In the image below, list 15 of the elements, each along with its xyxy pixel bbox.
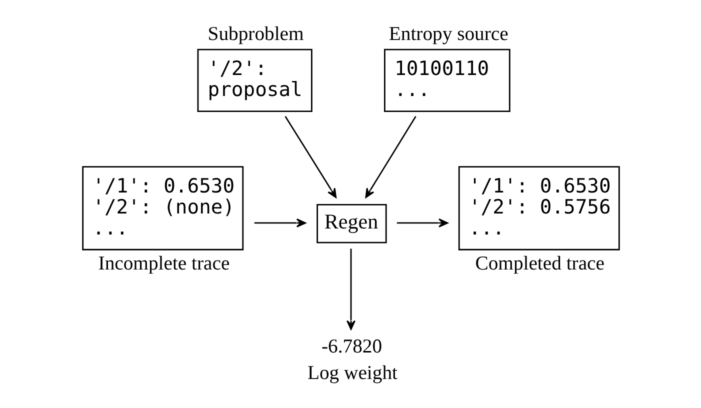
node-box: '/2': proposal — [196, 48, 312, 112]
arrow — [364, 116, 416, 198]
node-box: Regen — [316, 204, 386, 244]
node-text: -6.7820 Log weight — [306, 335, 397, 384]
arrow — [396, 218, 448, 228]
arrow — [254, 218, 306, 228]
node-label: Incomplete trace — [98, 252, 230, 275]
node-box: '/1': 0.6530 '/2': (none) ... — [82, 166, 244, 250]
arrow — [284, 116, 336, 198]
arrow — [346, 248, 355, 330]
node-label: Completed trace — [474, 252, 604, 275]
node-label: Entropy source — [388, 23, 508, 46]
node-box: '/1': 0.6530 '/2': 0.5756 ... — [458, 166, 620, 250]
node-label: Subproblem — [207, 23, 304, 46]
node-box: 10100110 ... — [384, 48, 510, 112]
